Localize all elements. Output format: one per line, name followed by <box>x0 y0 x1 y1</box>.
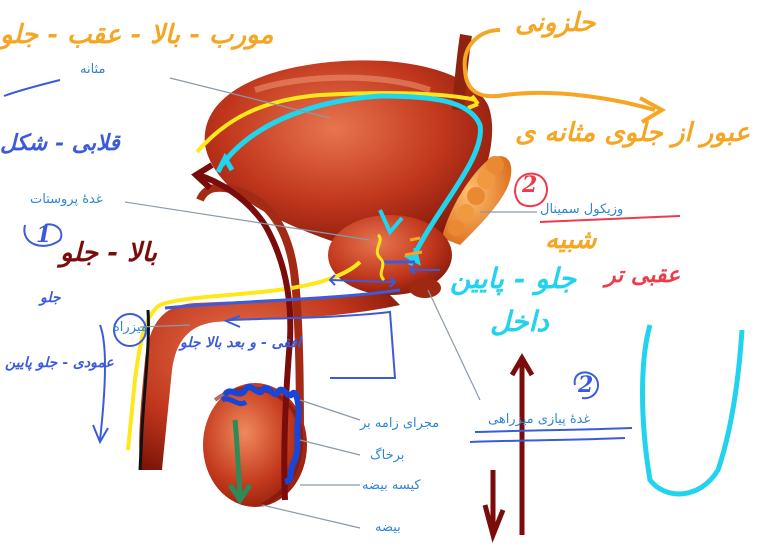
note-up-front: بالا - جلو <box>60 238 157 268</box>
note-circle-two-b: 2 <box>578 372 593 398</box>
label-scrotum: کیسه بیضه <box>362 478 421 493</box>
note-urethra-vertical: عمودی - جلو پایین <box>5 355 114 371</box>
note-circle-one: 1 <box>36 222 51 248</box>
note-top-orange: مورب - بالا - عقب - جلو <box>0 20 273 50</box>
label-bulbourethral: غدۀ پیازی میزراهی <box>488 412 590 427</box>
cyan-loop <box>643 325 743 494</box>
note-down-front: جلو <box>40 290 61 306</box>
label-prostate: غدۀ پروستات <box>30 192 103 207</box>
maroon-vertical-arrows <box>485 358 532 535</box>
note-below: عقبی تر <box>605 262 680 288</box>
note-circle-two-a: 2 <box>522 172 537 198</box>
label-epididymis: برخاگ <box>370 448 404 463</box>
label-bladder: مثانه <box>80 62 105 77</box>
note-ampoule: حلزونی <box>515 8 596 38</box>
label-seminal-vesicle: وزیکول سمینال <box>540 202 623 217</box>
note-kind: شبیه <box>545 225 596 255</box>
orange-ampoule-arrow <box>465 30 662 122</box>
note-front-down: جلو - پایین <box>450 262 576 295</box>
note-pass-behind-bladder: عبور از جلوی مثانه ی <box>515 118 750 148</box>
note-left-curvy: قلابی - شکل <box>0 130 120 156</box>
label-testis: بیضه <box>375 520 401 535</box>
note-inside: داخل <box>490 305 549 338</box>
scrotum-testis <box>203 383 307 507</box>
note-horizontal-front: افقی - و بعد بالا جلو <box>180 335 301 351</box>
label-vas-deferens: مجرای زامه بر <box>360 416 439 431</box>
label-urethra: میزراه <box>113 320 148 335</box>
bulbourethral-gland <box>409 278 441 298</box>
blue-underline-bulbo <box>470 372 632 442</box>
